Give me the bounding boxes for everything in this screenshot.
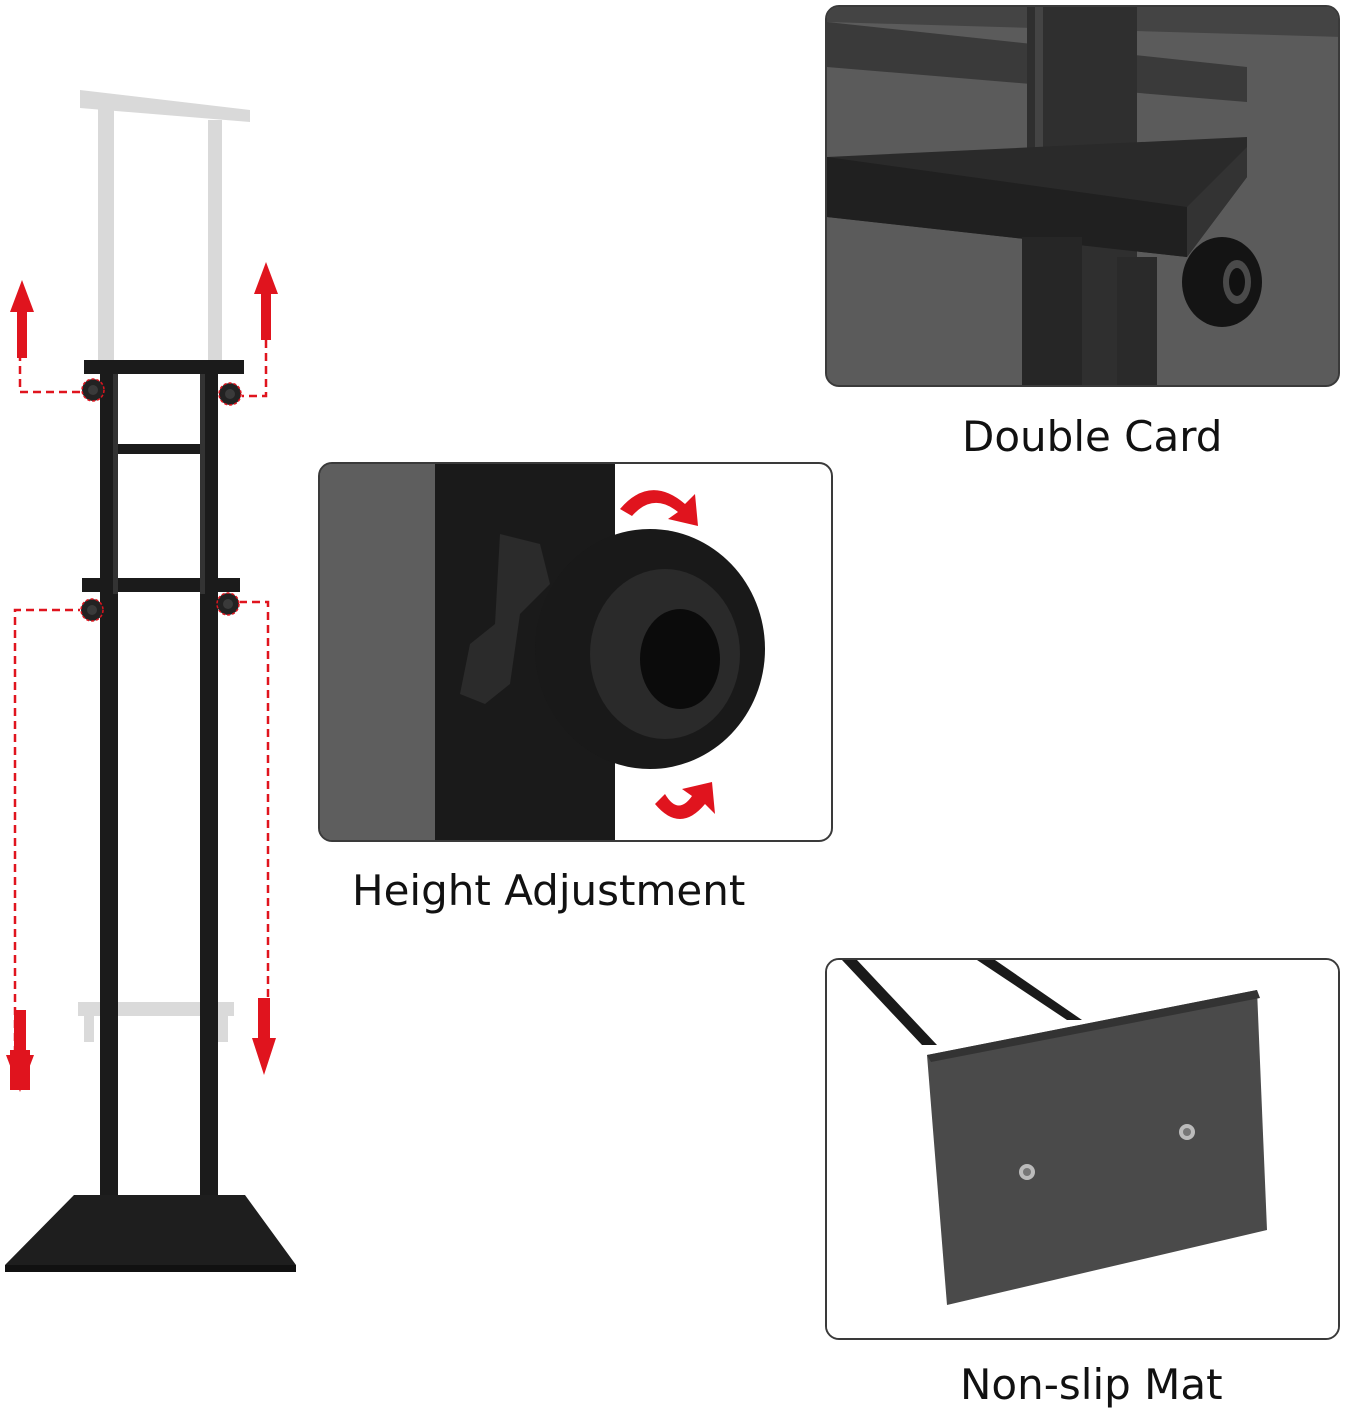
- ghost-upper-frame: [80, 90, 250, 370]
- top-crossbar: [84, 360, 244, 374]
- stand-illustration: [0, 80, 300, 1300]
- caption-double-card: Double Card: [962, 412, 1223, 461]
- caption-height-adjustment: Height Adjustment: [352, 866, 746, 915]
- rotate-arrow-icon: [620, 490, 715, 819]
- knob-icon: [460, 529, 765, 769]
- arrow-up-icon: [10, 262, 278, 358]
- arrow-down-icon: [6, 998, 276, 1092]
- base-plate: [5, 1195, 296, 1265]
- height-adjustment-photo: [318, 462, 833, 842]
- double-card-photo: [825, 5, 1340, 387]
- caption-non-slip-mat: Non-slip Mat: [960, 1360, 1223, 1409]
- middle-crossbar: [82, 578, 240, 592]
- knob-icon: [1182, 237, 1262, 327]
- mat-plate: [927, 990, 1267, 1305]
- non-slip-mat-photo: [825, 958, 1340, 1340]
